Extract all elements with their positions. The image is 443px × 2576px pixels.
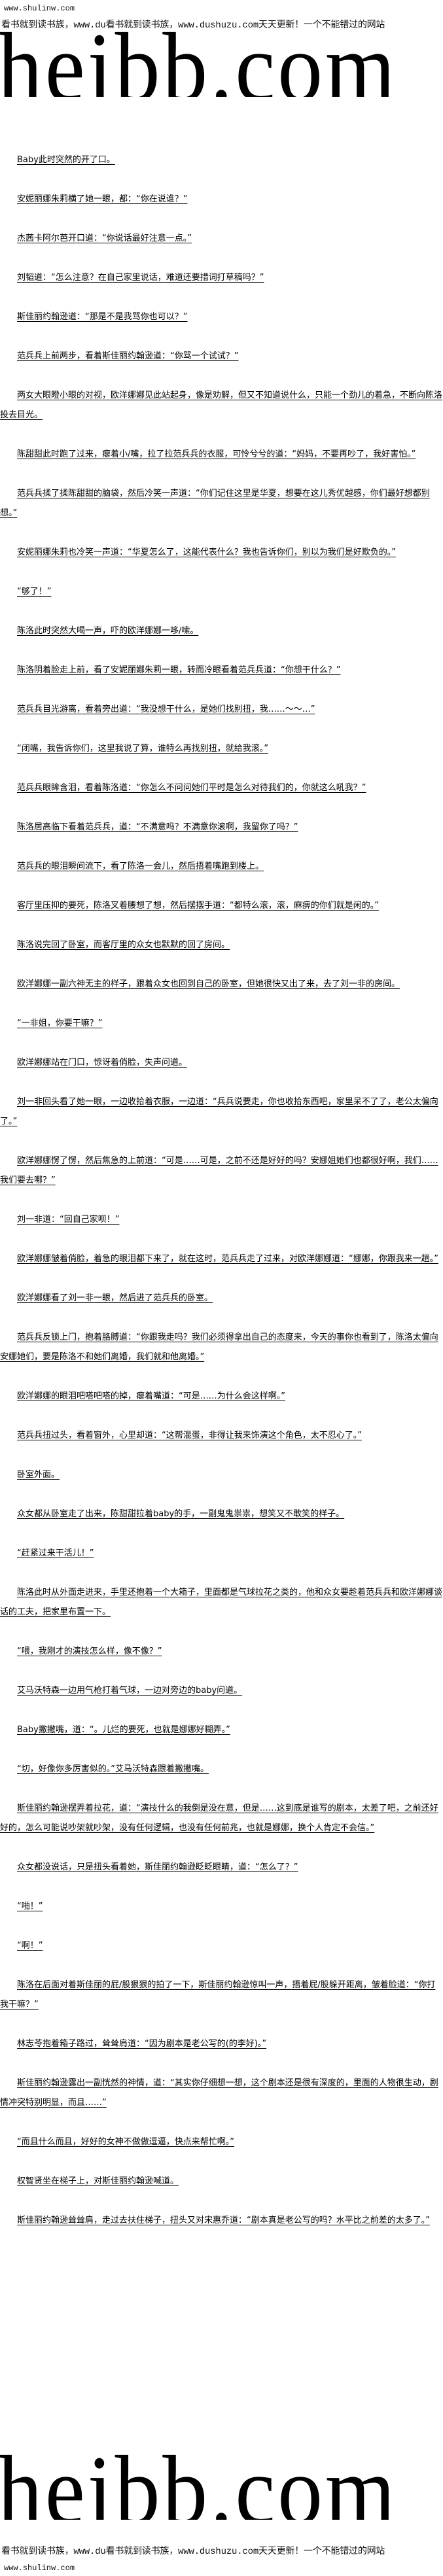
paragraph: 卧室外面。	[17, 1470, 60, 1480]
paragraph: 众女都没说话，只是扭头看着她，斯佳丽约翰逊眨眨眼睛，道：“怎么了？”	[17, 1862, 298, 1872]
site-logo-bottom: heibb.com	[0, 2454, 443, 2520]
paragraph: 客厅里压抑的要死，陈洛叉着腰想了想，然后摆摆手道：“都特么滚，滚，麻痹的你们就是…	[17, 901, 379, 911]
paragraph: 安妮丽娜朱莉也冷笑一声道：“华夏怎么了，这能代表什么？我也告诉你们，别以为我们是…	[17, 548, 396, 557]
paragraph: 欧洋娜娜的眼泪吧嗒吧嗒的掉，瘪着嘴道：“可是……为什么会这样啊。”	[17, 1391, 285, 1401]
paragraph: 杰茜卡阿尔芭开口道：“你说话最好注意一点。”	[17, 234, 192, 243]
paragraph: 欧洋娜娜皱着俏脸，着急的眼泪都下来了，就在这时，范兵兵走了过来，对欧洋娜娜道：“…	[17, 1254, 438, 1264]
paragraph: 范兵兵反锁上门，抱着胳膊道：“你跟我走吗？我们必须得拿出自己的态度来，今天的事你…	[0, 1332, 438, 1362]
paragraph: Baby此时突然的开了口。	[17, 155, 115, 165]
paragraph: 刘一非道：“回自己家呗！”	[17, 1215, 120, 1225]
paragraph: 范兵兵眼眸含泪，看着陈洛道：“你怎么不问问她们平时是怎么对待我们的，你就这么吼我…	[17, 783, 366, 793]
paragraph: 斯佳丽约翰逊道：“那是不是我骂你也可以？”	[17, 312, 188, 322]
paragraph: “一非姐，你要干嘛？”	[17, 1018, 103, 1028]
paragraph: 范兵兵上前两步，看着斯佳丽约翰逊道：“你骂一个试试？”	[17, 351, 239, 361]
paragraph: 林志苓抱着箱子路过，耸耸肩道：“因为剧本是老公写的(的李好)。”	[17, 2039, 267, 2049]
paragraph: “闭嘴，我告诉你们，这里我说了算，谁特么再找别扭，就给我滚。”	[17, 744, 268, 754]
paragraph: 范兵兵目光游离，看着旁出道：“我没想干什么，是她们找别扭，我……～～…”	[17, 705, 315, 714]
paragraph: 斯佳丽约翰逊耸耸肩，走过去扶住梯子，扭头又对宋惠乔道：“剧本真是老公写的吗？水平…	[17, 2216, 430, 2225]
paragraph: 艾马沃特森一边用气枪打着气球，一边对旁边的baby问道。	[17, 1686, 243, 1696]
site-logo-top: heibb.com	[0, 31, 443, 97]
paragraph: 陈洛此时从外面走进来，手里还抱着一个大箱子，里面都是气球拉花之类的，他和众女要趁…	[0, 1588, 443, 1617]
paragraph: 陈洛说完回了卧室，而客厅里的众女也默默的回了房间。	[17, 940, 230, 950]
paragraph: 权智贤坐在梯子上，对斯佳丽约翰逊喊道。	[17, 2176, 179, 2186]
paragraph: 陈洛此时突然大喝一声，吓的欧洋娜娜一哆/嗦。	[17, 626, 199, 636]
site-url-bottom[interactable]: www.shulinw.com	[4, 2564, 75, 2573]
paragraph: 陈洛阴着脸走上前，看了安妮丽娜朱莉一眼，转而冷眼看着范兵兵道：“你想干什么？”	[17, 665, 341, 675]
logo-text: heibb.com	[0, 31, 398, 97]
paragraph: “而且什么而且，好好的女神不做做逗逼，快点来帮忙啊。”	[17, 2137, 234, 2147]
paragraph: 范兵兵扭过头，看着窗外，心里却道：“这帮混蛋，非得让我来饰演这个角色，太不忍心了…	[17, 1431, 362, 1440]
paragraph: 两女大眼瞪小眼的对视，欧洋娜娜见此站起身，像是劝解，但又不知道说什么，只能一个劲…	[0, 391, 443, 420]
paragraph: 斯佳丽约翰逊摆弄着拉花，道：“演技什么的我倒是没在意，但是……这到底是谁写的剧本…	[0, 1803, 438, 1833]
paragraph: 陈甜甜此时跑了过来，瘪着小/嘴，拉了拉范兵兵的衣服，可怜兮兮的道：“妈妈，不要再…	[17, 449, 416, 459]
paragraph: 欧洋娜娜一副六神无主的样子，跟着众女也回到自己的卧室，但她很快又出了来，去了刘一…	[17, 979, 400, 989]
paragraph: 众女都从卧室走了出来，陈甜甜拉着baby的手，一副鬼鬼祟祟，想笑又不敢笑的样子。	[17, 1509, 345, 1519]
site-slogan-bottom: 看书就到读书族，www.du看书就到读书族，www.dushuzu.com天天更…	[1, 2547, 385, 2557]
paragraph: “够了！”	[17, 587, 52, 597]
paragraph: 陈洛在后面对着斯佳丽的屁/股狠狠的拍了一下，斯佳丽约翰逊惊叫一声，捂着屁/股躲开…	[0, 1980, 436, 2010]
paragraph: 刘韬道：“怎么注意？在自己家里说话，难道还要措词打草稿吗？”	[17, 273, 264, 283]
paragraph: “切，好像你多厉害似的。”艾马沃特森跟着撇撇嘴。	[17, 1764, 209, 1774]
chapter-content: Baby此时突然的开了口。安妮丽娜朱莉横了她一眼，都：“你在说谁？” 杰茜卡阿尔芭…	[0, 150, 443, 2250]
paragraph: 陈洛居高临下看着范兵兵，道：“不满意吗？不满意你滚啊，我留你了吗？”	[17, 822, 298, 832]
paragraph: 范兵兵的眼泪瞬间流下，看了陈洛一会儿，然后捂着嘴跑到楼上。	[17, 862, 264, 871]
paragraph: “啊！”	[17, 1941, 43, 1951]
logo-text: heibb.com	[0, 2454, 398, 2520]
paragraph: 欧洋娜娜愣了愣，然后焦急的上前道：“可是……可是，之前不还是好好的吗？安娜姐她们…	[0, 1156, 438, 1185]
paragraph: 斯佳丽约翰逊露出一副恍然的神情，道：“其实你仔细想一想，这个剧本还是很有深度的，…	[0, 2078, 438, 2108]
paragraph: 范兵兵揉了揉陈甜甜的脑袋，然后冷笑一声道：“你们记住这里是华夏，想要在这儿秀优越…	[0, 489, 430, 518]
paragraph: “喂，我刚才的演技怎么样，像不像？”	[17, 1646, 162, 1656]
site-slogan-top: 看书就到读书族，www.du看书就到读书族，www.dushuzu.com天天更…	[1, 20, 385, 31]
paragraph: 欧洋娜娜站在门口，惊讶着俏脸，失声问道。	[17, 1058, 188, 1068]
paragraph: 欧洋娜娜看了刘一非一眼，然后进了范兵兵的卧室。	[17, 1293, 213, 1303]
paragraph: “啪！”	[17, 1902, 43, 1911]
paragraph: “赶紧过来干活儿！”	[17, 1548, 94, 1558]
paragraph: 安妮丽娜朱莉横了她一眼，都：“你在说谁？”	[17, 194, 188, 204]
site-url-top[interactable]: www.shulinw.com	[4, 4, 75, 13]
paragraph: Baby撇撇嘴，道：“。儿烂的要死，也就是娜娜好糊弄。”	[17, 1725, 230, 1735]
paragraph: 刘一非回头看了她一眼，一边收拾着衣服，一边道：“兵兵说要走，你也收拾东西吧，家里…	[0, 1097, 438, 1126]
